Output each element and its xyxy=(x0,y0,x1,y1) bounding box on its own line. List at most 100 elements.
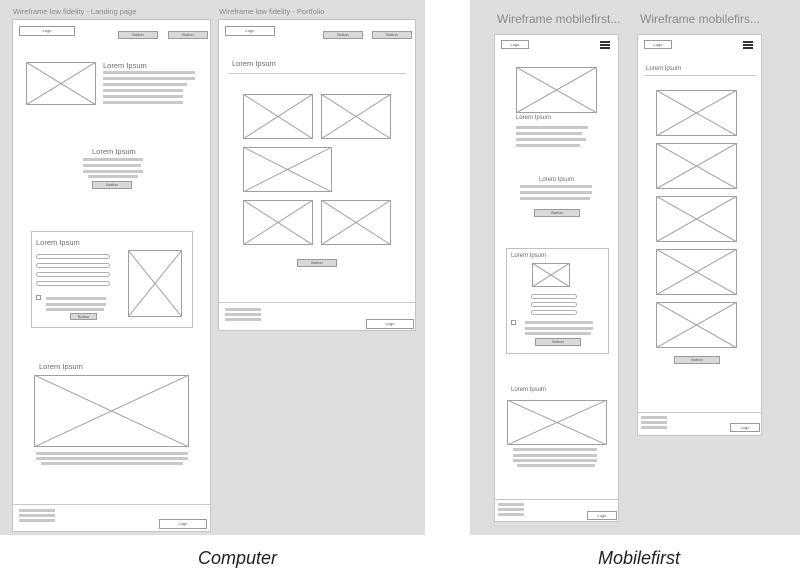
landing-page-frame: Logo Button Button Lorem Ipsum Lorem Ips… xyxy=(12,19,211,532)
text-line xyxy=(46,297,106,300)
mobilefirst-caption: Mobilefirst xyxy=(598,548,681,568)
text-line xyxy=(46,303,106,306)
heading-1: Lorem Ipsum xyxy=(516,115,552,121)
portfolio-image-1 xyxy=(243,94,313,139)
footer-line xyxy=(19,509,55,512)
header-logo[interactable]: Logo xyxy=(225,26,275,36)
text-line xyxy=(516,132,582,135)
text-line xyxy=(103,77,195,80)
form-input-2[interactable] xyxy=(531,302,577,307)
form-heading: Lorem Ipsum xyxy=(511,253,547,259)
portfolio-button[interactable]: Button xyxy=(674,356,720,364)
form-heading: Lorem Ipsum xyxy=(36,238,80,247)
text-line xyxy=(83,164,141,167)
footer-divider xyxy=(638,412,761,413)
footer-line xyxy=(225,318,261,321)
portfolio-image-4 xyxy=(656,249,737,295)
media-image-placeholder xyxy=(34,375,189,447)
portfolio-heading: Lorem Ipsum xyxy=(646,66,682,72)
portfolio-frame: Logo Button Button Lorem Ipsum Button Lo… xyxy=(218,19,416,331)
computer-caption: Computer xyxy=(198,548,278,568)
footer-divider xyxy=(13,504,210,505)
text-line xyxy=(516,126,588,129)
form-button[interactable]: Button xyxy=(70,313,97,320)
footer-line xyxy=(225,308,261,311)
text-line xyxy=(520,197,590,200)
hero-heading: Lorem Ipsum xyxy=(103,61,147,70)
heading-divider xyxy=(228,73,406,74)
mobile-portfolio-frame: Logo Lorem Ipsum Button Logo xyxy=(637,34,762,436)
center-button[interactable]: Button xyxy=(92,181,132,189)
text-line xyxy=(36,457,188,460)
text-line xyxy=(103,83,187,86)
portfolio-frame-title: Wireframe low fidelity - Portfolio xyxy=(219,7,325,16)
hamburger-menu-icon[interactable] xyxy=(743,41,753,49)
form-checkbox[interactable] xyxy=(36,295,41,300)
form-input-1[interactable] xyxy=(36,254,110,259)
text-line xyxy=(525,327,593,330)
nav-button-2[interactable]: Button xyxy=(168,31,208,39)
form-input-1[interactable] xyxy=(531,294,577,299)
form-card: Lorem Ipsum Button xyxy=(506,248,609,354)
heading-divider xyxy=(644,75,757,76)
portfolio-image-4 xyxy=(243,200,313,245)
footer-line xyxy=(19,519,55,522)
nav-button-2[interactable]: Button xyxy=(372,31,412,39)
hero-image-placeholder xyxy=(516,67,597,113)
footer-line xyxy=(641,426,667,429)
footer-divider xyxy=(219,302,415,303)
form-input-3[interactable] xyxy=(531,310,577,315)
footer-logo[interactable]: Logo xyxy=(366,319,414,329)
hamburger-menu-icon[interactable] xyxy=(600,41,610,49)
text-line xyxy=(525,321,593,324)
landing-frame-title: Wireframe low fidelity - Landing page xyxy=(13,7,137,16)
form-button[interactable]: Button xyxy=(535,338,581,346)
text-line xyxy=(88,175,138,178)
footer-line xyxy=(498,508,524,511)
portfolio-image-2 xyxy=(656,143,737,189)
mobile-portfolio-frame-title: Wireframe mobilefirs... xyxy=(640,12,761,26)
portfolio-image-2 xyxy=(321,94,391,139)
text-line xyxy=(525,332,591,335)
header-logo[interactable]: Logo xyxy=(19,26,75,36)
form-checkbox[interactable] xyxy=(511,320,516,325)
footer-logo[interactable]: Logo xyxy=(730,423,760,432)
portfolio-image-3 xyxy=(656,196,737,242)
form-input-2[interactable] xyxy=(36,263,110,268)
form-card: Lorem Ipsum Button xyxy=(31,231,193,328)
text-line xyxy=(517,464,595,467)
form-input-4[interactable] xyxy=(36,281,110,286)
heading-3: Lorem Ipsum xyxy=(511,387,547,393)
button-1[interactable]: Button xyxy=(534,209,580,217)
media-heading: Lorem Ipsum xyxy=(39,362,83,371)
nav-button-1[interactable]: Button xyxy=(118,31,158,39)
portfolio-heading: Lorem Ipsum xyxy=(232,59,276,68)
center-heading: Lorem Ipsum xyxy=(92,147,136,156)
footer-line xyxy=(498,513,524,516)
heading-2: Lorem Ipsum xyxy=(539,177,575,183)
text-line xyxy=(516,138,586,141)
form-input-3[interactable] xyxy=(36,272,110,277)
media-image-placeholder xyxy=(507,400,607,445)
text-line xyxy=(520,191,592,194)
text-line xyxy=(520,185,592,188)
text-line xyxy=(83,170,143,173)
text-line xyxy=(103,95,183,98)
footer-line xyxy=(498,503,524,506)
footer-line xyxy=(19,514,55,517)
text-line xyxy=(513,454,597,457)
text-line xyxy=(103,89,183,92)
footer-logo[interactable]: Logo xyxy=(159,519,207,529)
mobile-landing-frame: Logo Lorem Ipsum Lorem Ipsum Button Lore… xyxy=(494,34,619,522)
header-logo[interactable]: Logo xyxy=(501,40,529,49)
text-line xyxy=(103,101,183,104)
text-line xyxy=(103,71,195,74)
hero-image-placeholder xyxy=(26,62,96,105)
portfolio-button[interactable]: Button xyxy=(297,259,337,267)
footer-logo[interactable]: Logo xyxy=(587,511,617,520)
header-logo[interactable]: Logo xyxy=(644,40,672,49)
text-line xyxy=(46,308,104,311)
portfolio-image-3 xyxy=(243,147,332,192)
text-line xyxy=(36,452,188,455)
nav-button-1[interactable]: Button xyxy=(323,31,363,39)
